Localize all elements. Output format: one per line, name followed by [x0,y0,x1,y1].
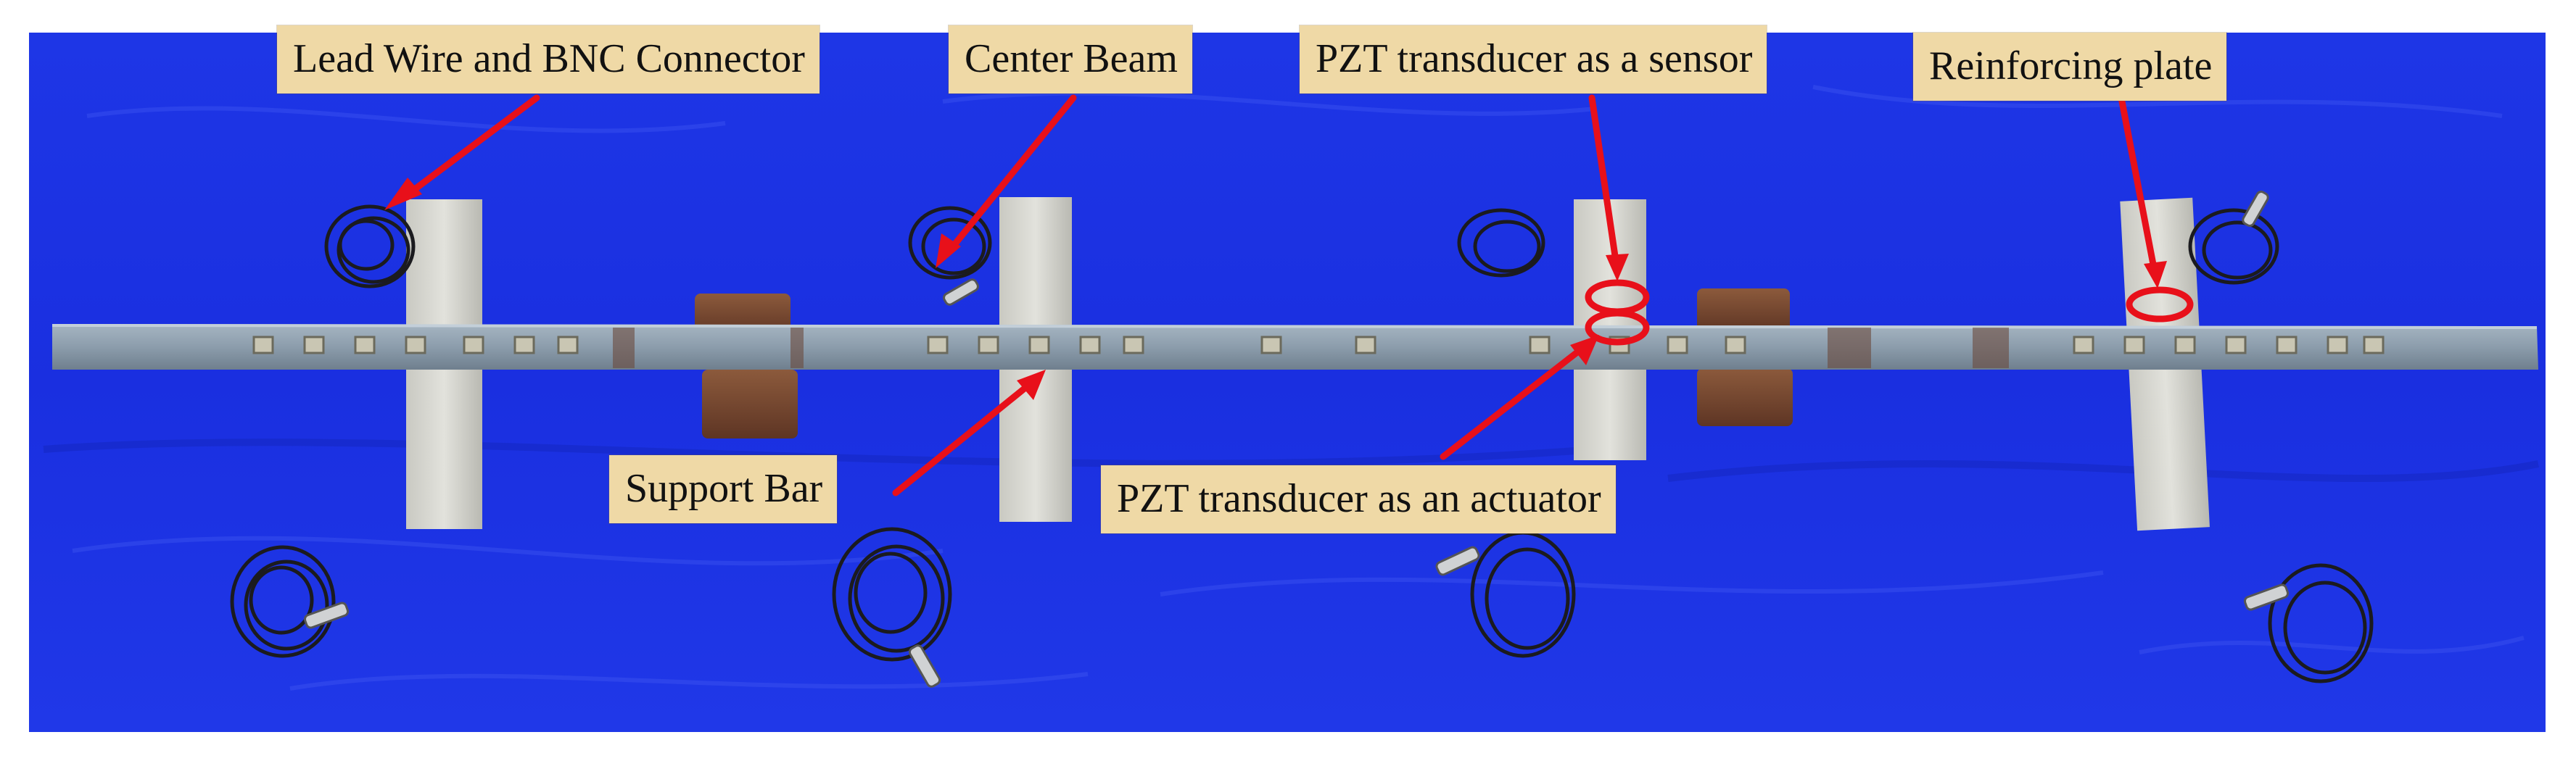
label-support-bar: Support Bar [609,455,838,523]
arrow-pzt-sensor [1588,94,1619,265]
cable-coil-top-1 [324,204,416,288]
beam-rust-marks [613,328,2009,368]
wood-block-left-bottom [702,370,798,438]
cable-coil-bottom-4 [2268,563,2374,683]
plate-marker-ellipse [2126,286,2194,323]
cable-coil-bottom-2 [832,527,952,662]
arrow-pzt-actuator [1440,346,1585,460]
arrow-center-beam [946,94,1077,254]
cable-coil-top-4 [2188,208,2279,285]
wood-block-right-top [1697,288,1790,332]
beam-top-edge [51,324,2538,329]
arrow-reinforcing-plate [2118,94,2158,272]
arrow-support-bar [892,380,1033,496]
annotation-markers [384,94,2194,496]
label-lead-wire: Lead Wire and BNC Connector [277,25,820,93]
cloth-wrinkles [72,85,2525,691]
label-pzt-sensor: PZT transducer as a sensor [1300,25,1767,93]
cable-coil-top-2 [908,206,992,280]
bnc-connectors [303,191,2290,688]
actuator-marker-ellipse [1585,309,1650,346]
arrow-lead-wire [402,94,540,199]
pzt-transducers [252,336,2385,354]
label-reinforcing-plate: Reinforcing plate [1913,33,2227,101]
cable-coil-bottom-1 [230,545,336,658]
wood-block-right-bottom [1697,368,1793,426]
label-center-beam: Center Beam [949,25,1192,93]
label-pzt-actuator: PZT transducer as an actuator [1101,465,1616,533]
center-beam [52,324,2538,370]
cable-coil-top-3 [1457,208,1545,278]
